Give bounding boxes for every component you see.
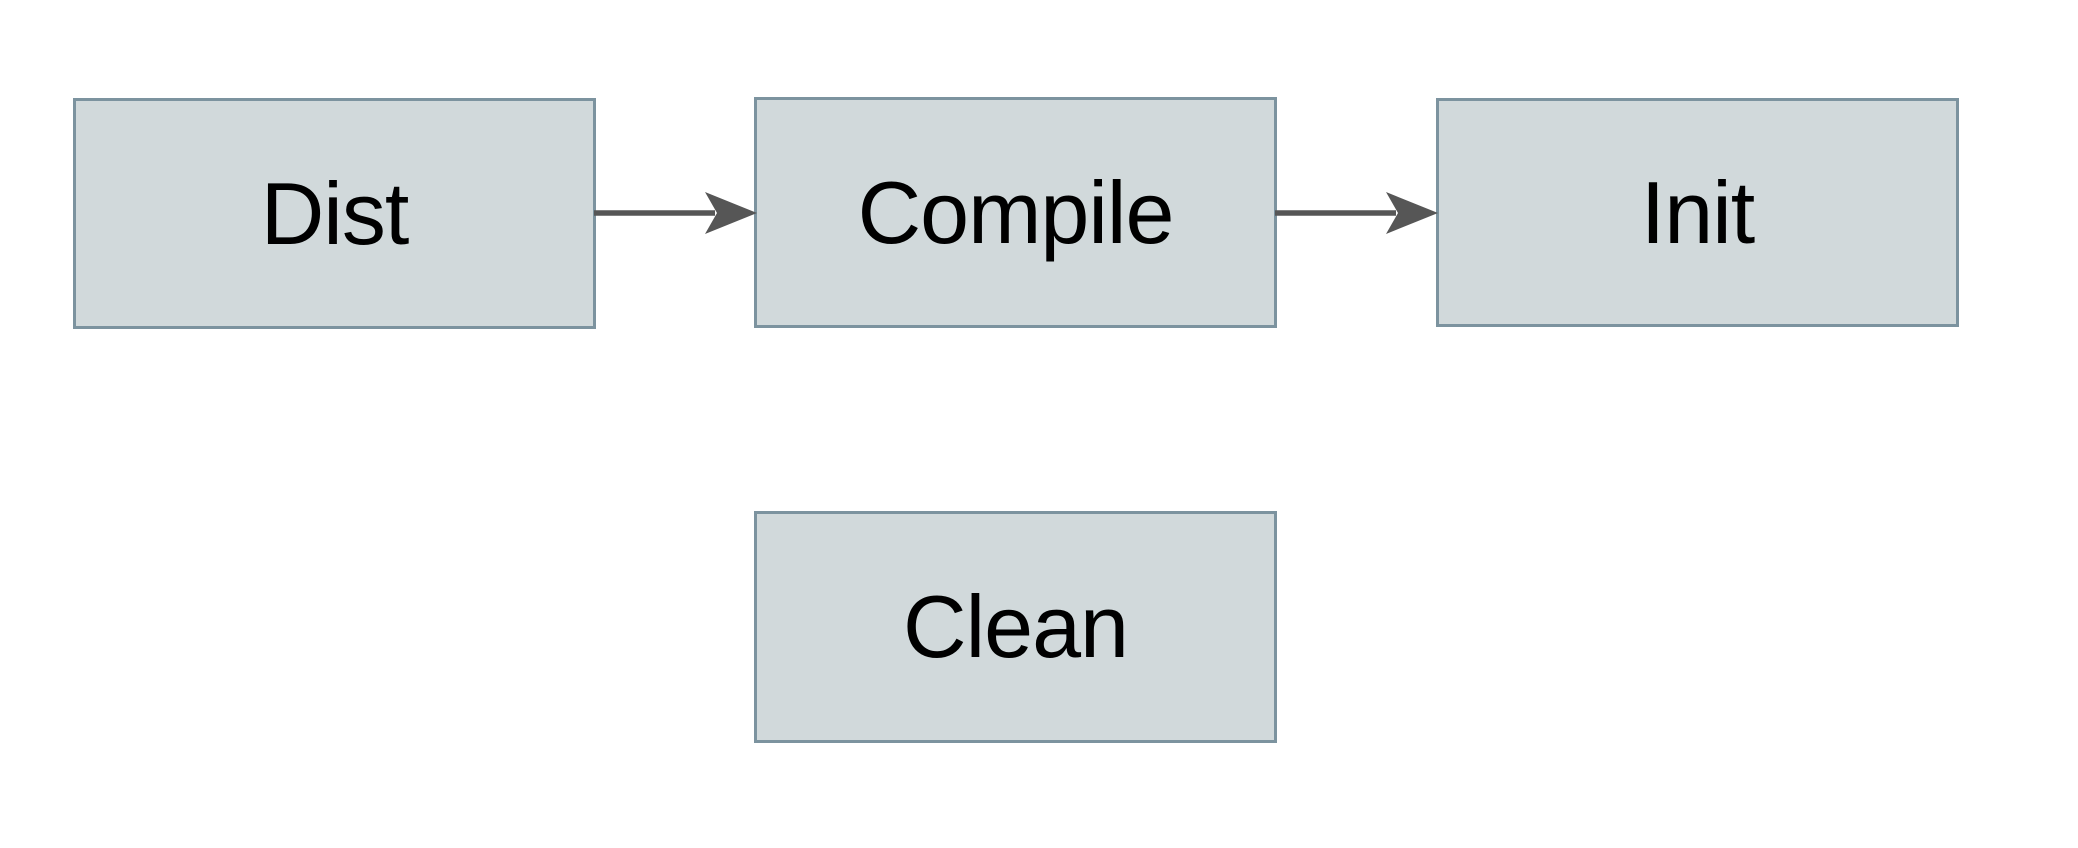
- diagram-node-label: Init: [1640, 162, 1755, 262]
- diagram-node-init[interactable]: Init: [1436, 98, 1959, 327]
- diagram-node-compile[interactable]: Compile: [754, 97, 1277, 328]
- diagram-node-clean[interactable]: Clean: [754, 511, 1277, 743]
- arrow-right-icon: [705, 192, 757, 234]
- arrow-right-icon: [1386, 192, 1438, 234]
- diagram-node-dist[interactable]: Dist: [73, 98, 596, 329]
- diagram-edge-dist-to-compile[interactable]: [593, 183, 757, 243]
- diagram-edge-compile-to-init[interactable]: [1274, 183, 1438, 243]
- diagram-node-label: Clean: [903, 577, 1129, 676]
- diagram-node-label: Compile: [857, 162, 1175, 262]
- diagram-node-label: Dist: [260, 163, 410, 263]
